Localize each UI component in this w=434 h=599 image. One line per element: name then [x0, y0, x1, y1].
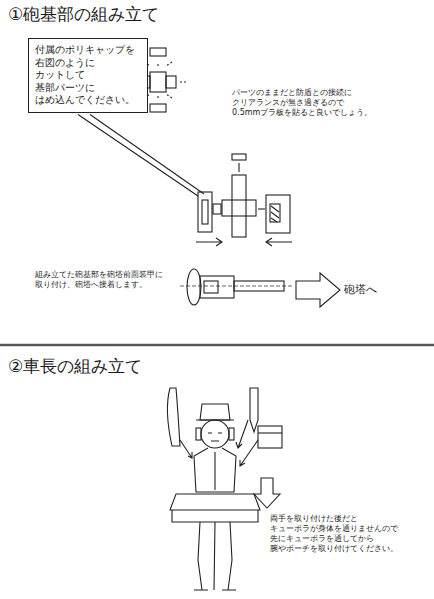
section-divider	[0, 344, 434, 347]
hollow-arrow	[296, 273, 340, 307]
commander-figure	[167, 388, 282, 590]
arrow	[196, 238, 292, 246]
hollow-arrow	[254, 478, 280, 508]
section-heading: ①砲基部の組み立て	[8, 4, 159, 25]
note-text: パーツのままだと防盾との接続に クリアランスが無さ過ぎるので 0.5mmプラ板を…	[232, 88, 363, 118]
note-text: 両手を取り付けた後だと キューポラが身体を通りませんので 先にキューポラを通して…	[270, 514, 404, 554]
leader-line	[78, 115, 198, 197]
note-text: 組み立てた砲基部を砲塔前面装甲に 取り付け、砲塔へ接着します。	[35, 270, 169, 290]
arrow-label: 砲塔へ	[344, 283, 377, 297]
callout-text: 付属のポリキャップを 右図のように カットして 基部パーツに はめ込んでください…	[35, 44, 141, 107]
leader-line	[90, 115, 204, 195]
plastic-plate	[232, 154, 246, 160]
callout-box: 付属のポリキャップを 右図のように カットして 基部パーツに はめ込んでください…	[28, 38, 148, 113]
gun-base-parts	[198, 175, 290, 237]
section-heading: ②車長の組み立て	[8, 356, 142, 377]
gun-assembly	[180, 269, 292, 305]
leader-line	[238, 163, 239, 172]
